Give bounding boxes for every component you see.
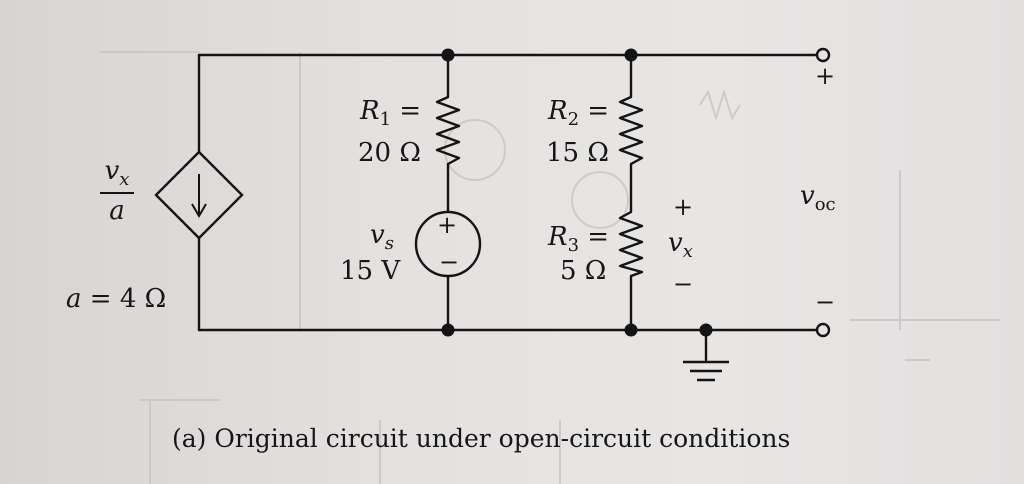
source-numerator: vx xyxy=(104,156,130,190)
ground-icon xyxy=(683,360,729,382)
r2-name-label: R2 = xyxy=(548,96,610,130)
voc-plus-sign: + xyxy=(815,62,836,90)
r3-value-label: 5 Ω xyxy=(560,256,607,286)
r1-name-label: R1 = xyxy=(360,96,422,130)
junction-nodes xyxy=(441,48,713,337)
r1-value-label: 20 Ω xyxy=(358,138,421,168)
figure-caption: (a) Original circuit under open-circuit … xyxy=(172,424,791,453)
resistor-r3 xyxy=(618,210,644,278)
vs-plus-sign: + xyxy=(437,211,458,239)
vs-minus-sign: − xyxy=(439,248,460,276)
r2-value-label: 15 Ω xyxy=(546,138,609,168)
source-parameter-label: a = 4 Ω xyxy=(66,284,167,314)
voc-name-label: voc xyxy=(800,181,836,215)
vx-name-label: vx xyxy=(668,228,693,262)
resistor-r1 xyxy=(435,95,461,166)
voc-minus-sign: − xyxy=(815,288,836,316)
open-terminals xyxy=(815,47,831,338)
r3-name-label: R3 = xyxy=(548,222,610,256)
vx-minus-sign: − xyxy=(673,270,694,298)
voltage-source xyxy=(414,210,482,278)
vx-plus-sign: + xyxy=(673,193,694,221)
vs-name-label: vs xyxy=(370,220,394,254)
show-through-background xyxy=(100,51,1000,484)
resistor-r2 xyxy=(618,95,644,166)
dependent-current-source xyxy=(154,150,244,240)
source-denominator: a xyxy=(109,196,125,226)
circuit-wires xyxy=(197,53,820,362)
vs-value-label: 15 V xyxy=(340,256,401,286)
